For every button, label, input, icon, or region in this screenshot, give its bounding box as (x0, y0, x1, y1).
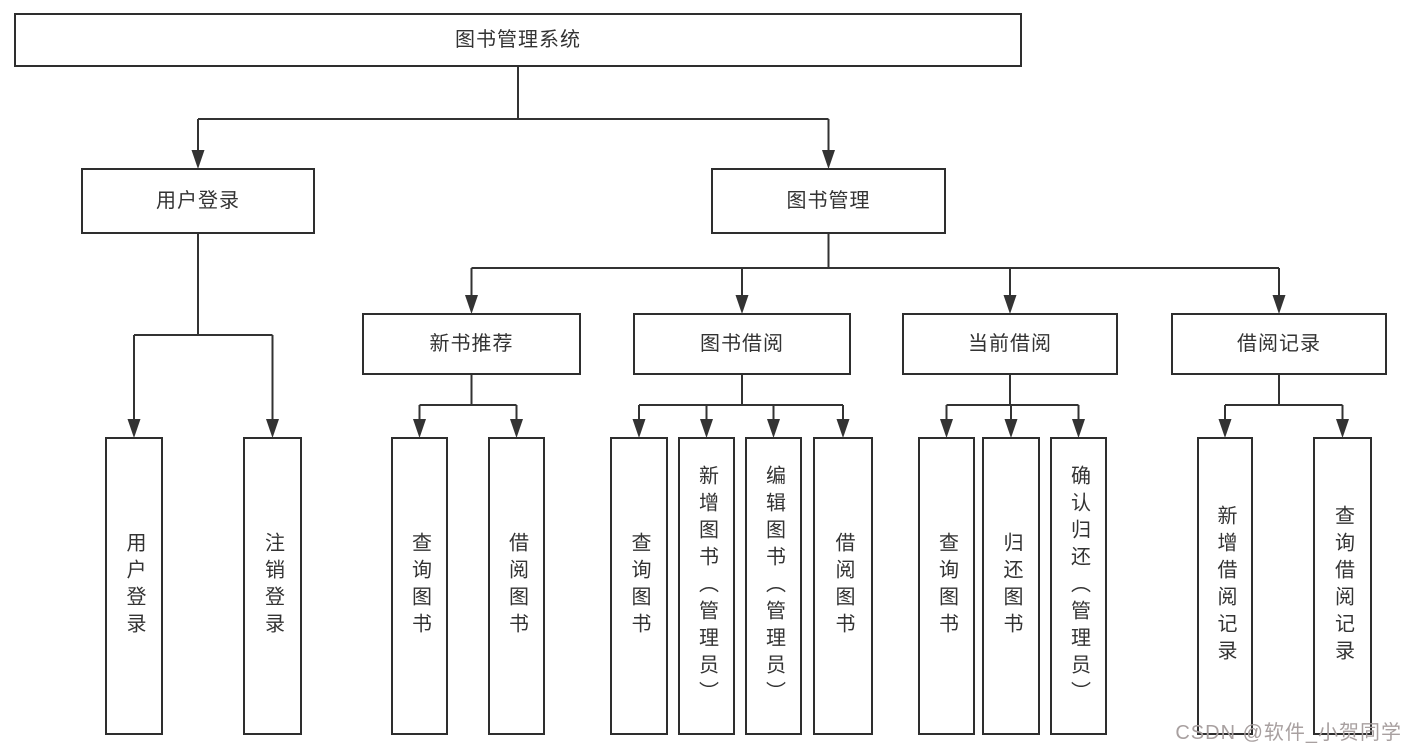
node-borrow-records: 借阅记录 (1171, 313, 1387, 375)
node-leaf-return-book: 归还图书 (982, 437, 1040, 735)
arrowhead-icon (127, 419, 141, 438)
arrowhead-icon (632, 419, 646, 438)
node-label-book-mgmt: 图书管理 (786, 190, 871, 212)
arrowhead-icon (1272, 295, 1286, 314)
node-label-leaf-return-book: 归还图书 (1000, 532, 1022, 640)
node-leaf-query-book-3: 查询图书 (918, 437, 975, 735)
node-user-login: 用户登录 (81, 168, 315, 234)
arrowhead-icon (836, 419, 850, 438)
node-label-leaf-query-book-2: 查询图书 (628, 532, 650, 640)
node-leaf-confirm-return: 确认归还（管理员） (1050, 437, 1107, 735)
node-label-leaf-query-book-1: 查询图书 (408, 532, 431, 640)
node-leaf-borrow-book-2: 借阅图书 (813, 437, 873, 735)
node-label-new-book-rec: 新书推荐 (429, 333, 514, 355)
node-root: 图书管理系统 (14, 13, 1022, 67)
arrowhead-icon (266, 419, 279, 438)
node-book-mgmt: 图书管理 (711, 168, 946, 234)
watermark: CSDN @软件_小贺同学 (1175, 722, 1402, 744)
arrowhead-icon (1218, 419, 1232, 438)
node-label-current-borrow: 当前借阅 (968, 333, 1052, 355)
node-label-leaf-user-login: 用户登录 (123, 532, 145, 640)
arrowhead-icon (465, 295, 478, 314)
node-current-borrow: 当前借阅 (902, 313, 1118, 375)
arrowhead-icon (1003, 295, 1017, 314)
node-new-book-rec: 新书推荐 (362, 313, 581, 375)
node-label-leaf-logout: 注销登录 (261, 532, 284, 640)
arrowhead-icon (1072, 419, 1085, 438)
node-label-book-borrow: 图书借阅 (700, 333, 784, 355)
node-leaf-query-book-2: 查询图书 (610, 437, 668, 735)
arrowhead-icon (1336, 419, 1349, 438)
arrowhead-icon (767, 419, 780, 438)
node-leaf-borrow-book-1: 借阅图书 (488, 437, 545, 735)
node-label-leaf-borrow-book-1: 借阅图书 (505, 532, 528, 640)
node-label-user-login: 用户登录 (156, 190, 240, 212)
node-leaf-edit-book: 编辑图书（管理员） (745, 437, 802, 735)
node-label-leaf-add-book: 新增图书（管理员） (695, 464, 718, 708)
arrowhead-icon (700, 419, 713, 438)
node-label-leaf-add-record: 新增借阅记录 (1214, 505, 1236, 667)
node-label-leaf-borrow-book-2: 借阅图书 (832, 532, 854, 640)
arrowhead-icon (510, 419, 523, 438)
node-label-root: 图书管理系统 (455, 29, 581, 51)
node-leaf-add-book: 新增图书（管理员） (678, 437, 735, 735)
arrowhead-icon (1004, 419, 1018, 438)
arrowhead-icon (191, 150, 205, 169)
arrowhead-icon (735, 295, 749, 314)
arrowhead-icon (413, 419, 426, 438)
node-label-leaf-edit-book: 编辑图书（管理员） (762, 464, 785, 708)
node-leaf-add-record: 新增借阅记录 (1197, 437, 1253, 735)
node-leaf-user-login: 用户登录 (105, 437, 163, 735)
node-leaf-query-book-1: 查询图书 (391, 437, 448, 735)
arrowhead-icon (822, 150, 835, 169)
node-book-borrow: 图书借阅 (633, 313, 851, 375)
node-leaf-logout: 注销登录 (243, 437, 302, 735)
node-leaf-query-record: 查询借阅记录 (1313, 437, 1372, 735)
node-label-borrow-records: 借阅记录 (1237, 333, 1321, 355)
node-label-leaf-query-record: 查询借阅记录 (1331, 505, 1354, 667)
node-label-leaf-query-book-3: 查询图书 (935, 532, 958, 640)
node-label-leaf-confirm-return: 确认归还（管理员） (1067, 464, 1090, 708)
arrowhead-icon (940, 419, 953, 438)
